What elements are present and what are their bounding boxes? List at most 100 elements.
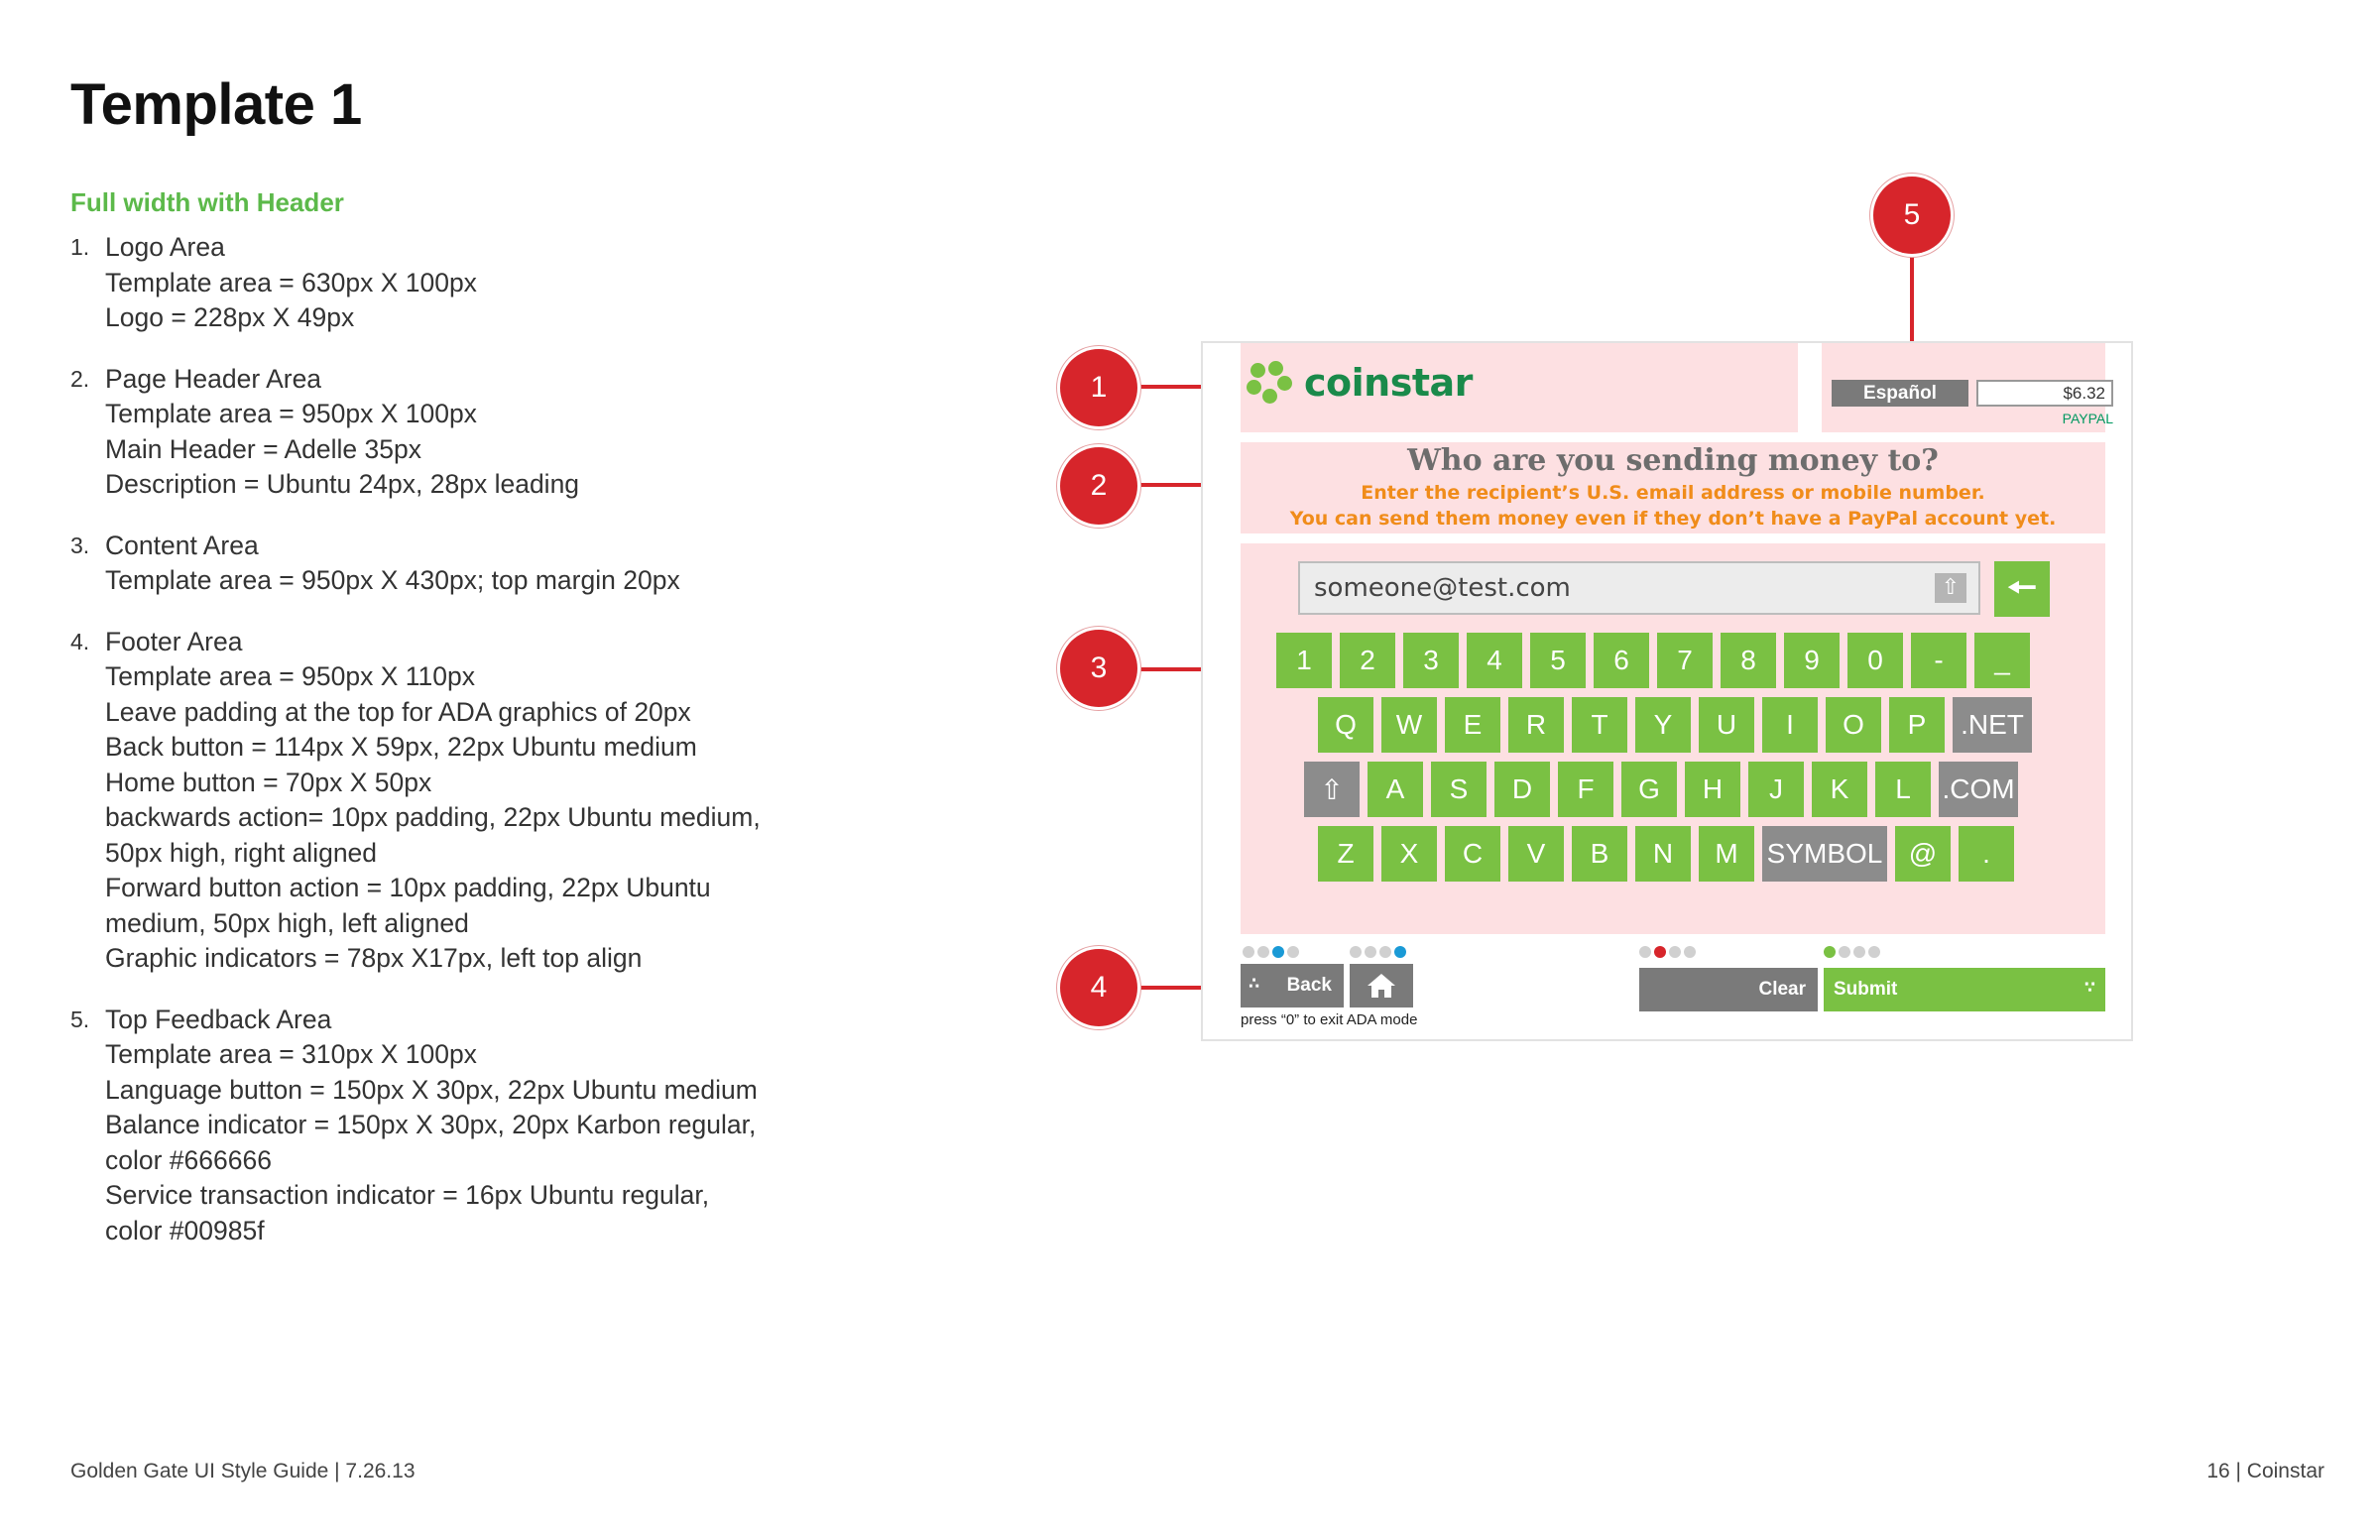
annotation-marker-3: 3 [1060, 630, 1137, 707]
page-header-area: Who are you sending money to? Enter the … [1241, 442, 2105, 533]
page-title: Template 1 [70, 72, 362, 137]
keyboard-row-asdf: ⇧ A S D F G H J K L .COM [1304, 762, 2026, 817]
header-description-line-1: Enter the recipient’s U.S. email address… [1361, 482, 1985, 504]
keyboard-key[interactable]: 6 [1594, 633, 1649, 688]
keyboard-key-dotnet[interactable]: .NET [1953, 697, 2032, 753]
spec-line: Template area = 630px X 100px [105, 267, 477, 297]
spec-line: Balance indicator = 150px X 30px, 20px K… [105, 1110, 757, 1139]
keyboard-key[interactable]: - [1911, 633, 1966, 688]
keyboard-key[interactable]: U [1699, 697, 1754, 753]
keyboard-key[interactable]: G [1621, 762, 1677, 817]
spec-number: 1. [70, 234, 90, 260]
leader-line-5 [1910, 253, 1914, 344]
clear-button[interactable]: Clear [1639, 968, 1818, 1011]
keyboard-key[interactable]: 7 [1657, 633, 1713, 688]
keyboard-key-dot[interactable]: . [1959, 826, 2014, 882]
spec-title: Content Area [105, 530, 259, 560]
spec-line: Home button = 70px X 50px [105, 767, 432, 797]
ada-dots-icon: ∴ [1249, 976, 1260, 993]
keyboard-key[interactable]: P [1889, 697, 1945, 753]
keyboard-key[interactable]: J [1748, 762, 1804, 817]
back-button[interactable]: ∴ Back [1241, 964, 1344, 1007]
keyboard-key[interactable]: T [1572, 697, 1627, 753]
keyboard-key[interactable]: Z [1318, 826, 1373, 882]
keyboard-key[interactable]: 3 [1403, 633, 1459, 688]
backspace-key[interactable]: 🠔 [1994, 561, 2050, 617]
ada-indicator-back [1243, 946, 1302, 958]
email-input-value: someone@test.com [1314, 573, 1571, 603]
spec-line: medium, 50px high, left aligned [105, 907, 469, 938]
spec-line: Template area = 310px X 100px [105, 1039, 477, 1069]
spec-line: 50px high, right aligned [105, 837, 378, 868]
keyboard-key[interactable]: R [1508, 697, 1564, 753]
keyboard-key[interactable]: A [1368, 762, 1423, 817]
spec-list: 1. Logo Area Template area = 630px X 100… [70, 230, 824, 1274]
kiosk-screen-mockup: coinstar Español $6.32 PAYPAL Who are yo… [1201, 341, 2133, 1041]
spec-line: Description = Ubuntu 24px, 28px leading [105, 469, 580, 499]
language-button[interactable]: Español [1832, 380, 1968, 407]
logo-area: coinstar [1241, 343, 1798, 432]
spec-item-footer-area: 4. Footer Area Template area = 950px X 1… [70, 625, 824, 977]
logo-wordmark: coinstar [1304, 361, 1473, 405]
ada-mode-note: press “0” to exit ADA mode [1241, 1011, 1418, 1028]
keyboard-key[interactable]: B [1572, 826, 1627, 882]
spec-title: Top Feedback Area [105, 1004, 332, 1034]
keyboard-key[interactable]: _ [1974, 633, 2030, 688]
main-header: Who are you sending money to? [1407, 443, 1939, 478]
shift-arrow-icon: ⇧ [1320, 773, 1344, 805]
keyboard-key[interactable]: 9 [1784, 633, 1840, 688]
leader-line-1 [1130, 385, 1251, 389]
spec-line: Language button = 150px X 30px, 22px Ubu… [105, 1074, 758, 1105]
keyboard-key[interactable]: 8 [1721, 633, 1776, 688]
shift-key[interactable]: ⇧ [1304, 762, 1360, 817]
keyboard-key[interactable]: 4 [1467, 633, 1522, 688]
keyboard-key[interactable]: I [1762, 697, 1818, 753]
submit-button-label: Submit [1834, 979, 1898, 1000]
spec-line: Template area = 950px X 110px [105, 661, 475, 691]
arrow-left-icon: 🠔 [2007, 569, 2037, 607]
keyboard-key[interactable]: Y [1635, 697, 1691, 753]
keyboard-key[interactable]: 5 [1530, 633, 1586, 688]
keyboard-key[interactable]: W [1381, 697, 1437, 753]
keyboard-key[interactable]: E [1445, 697, 1500, 753]
header-description-line-2: You can send them money even if they don… [1289, 508, 2057, 530]
spec-title: Logo Area [105, 232, 225, 262]
email-input[interactable]: someone@test.com ⇧ [1298, 561, 1980, 615]
spec-line: Service transaction indicator = 16px Ubu… [105, 1180, 710, 1210]
submit-button[interactable]: Submit ∵ [1824, 968, 2105, 1011]
spec-line: Main Header = Adelle 35px [105, 433, 421, 464]
keyboard-key[interactable]: L [1875, 762, 1931, 817]
keyboard-key[interactable]: S [1431, 762, 1487, 817]
keyboard-key[interactable]: M [1699, 826, 1754, 882]
keyboard-row-qwerty: Q W E R T Y U I O P .NET [1318, 697, 2040, 753]
keyboard-key-at[interactable]: @ [1895, 826, 1951, 882]
coinstar-logo: coinstar [1247, 359, 1473, 407]
keyboard-key[interactable]: 1 [1276, 633, 1332, 688]
annotation-marker-5: 5 [1873, 177, 1951, 254]
spec-number: 5. [70, 1006, 90, 1032]
keyboard-key[interactable]: H [1685, 762, 1740, 817]
doc-footer-left: Golden Gate UI Style Guide | 7.26.13 [70, 1460, 416, 1482]
keyboard-key[interactable]: O [1826, 697, 1881, 753]
keyboard-key-dotcom[interactable]: .COM [1939, 762, 2018, 817]
top-feedback-area: Español $6.32 PAYPAL [1822, 343, 2113, 432]
keyboard-key[interactable]: 2 [1340, 633, 1395, 688]
keyboard-row-numbers: 1 2 3 4 5 6 7 8 9 0 - _ [1276, 633, 2038, 688]
keyboard-key[interactable]: V [1508, 826, 1564, 882]
spec-line: Forward button action = 10px padding, 22… [105, 873, 711, 902]
keyboard-key[interactable]: K [1812, 762, 1867, 817]
keyboard-key[interactable]: Q [1318, 697, 1373, 753]
arrow-up-icon[interactable]: ⇧ [1935, 573, 1966, 603]
keyboard-key-symbol[interactable]: SYMBOL [1762, 826, 1887, 882]
keyboard-key[interactable]: N [1635, 826, 1691, 882]
keyboard-key[interactable]: X [1381, 826, 1437, 882]
keyboard-key[interactable]: D [1494, 762, 1550, 817]
spec-item-content-area: 3. Content Area Template area = 950px X … [70, 529, 824, 599]
keyboard-key[interactable]: C [1445, 826, 1500, 882]
home-button[interactable] [1350, 964, 1413, 1007]
ada-dots-icon: ∵ [2083, 980, 2095, 997]
keyboard-key[interactable]: F [1558, 762, 1613, 817]
spec-number: 3. [70, 532, 90, 558]
spec-number: 2. [70, 365, 90, 392]
keyboard-key[interactable]: 0 [1847, 633, 1903, 688]
